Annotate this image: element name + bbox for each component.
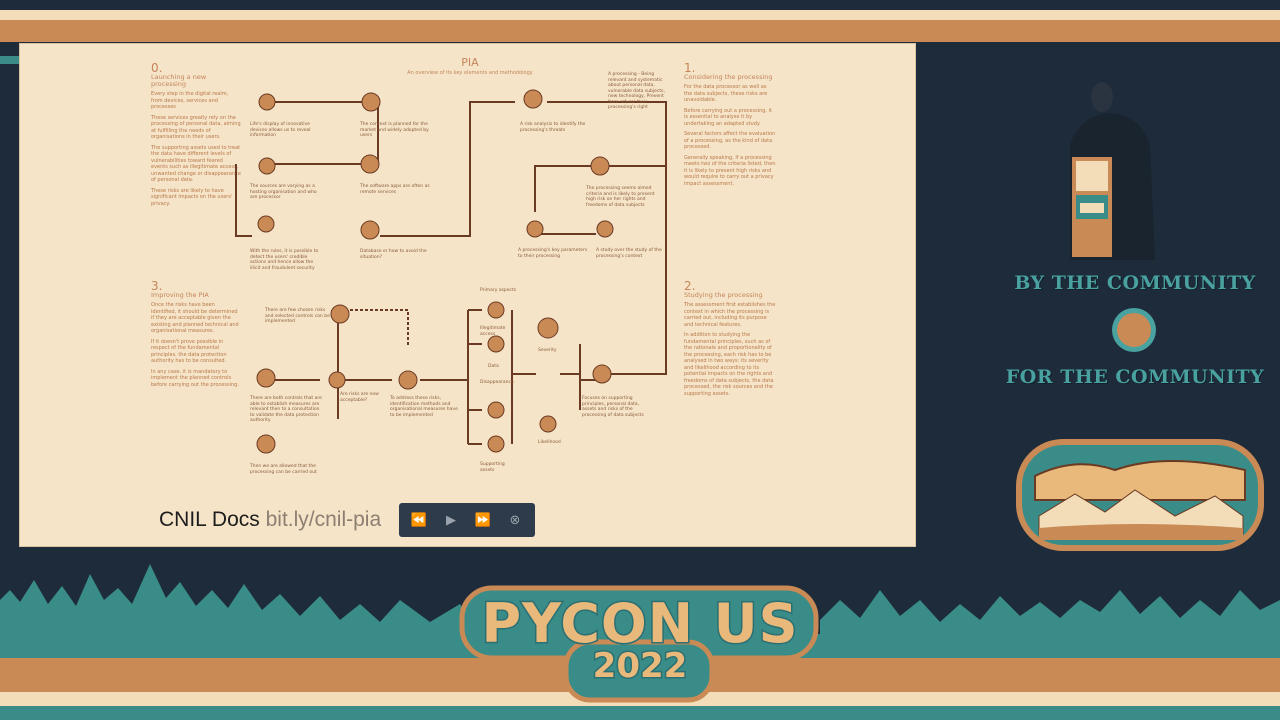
location-icon (487, 335, 505, 353)
section-3: 3. Improving the PIA Once the risks have… (151, 280, 241, 392)
pycon-logo-banner (459, 585, 819, 703)
play-button[interactable]: ▶ (446, 512, 456, 528)
section-title: Studying the processing (684, 291, 763, 299)
diagram-caption: Are risks are now acceptable? (340, 392, 379, 403)
top-border-dark (0, 0, 1280, 10)
diagram-caption: To address these risks, identification m… (390, 396, 458, 418)
forward-button[interactable]: ⏩ (474, 512, 492, 528)
diagram-caption: Primary aspects (480, 288, 517, 293)
shield-alert-icon (592, 364, 612, 384)
puzzle-icon (487, 301, 505, 319)
diagram-caption: Severity (538, 348, 557, 353)
diagram-caption: Life's display of innovative devices all… (250, 122, 311, 138)
slide-title: PIA (461, 56, 479, 69)
section-paragraph: Once the risks have been identified, it … (151, 302, 239, 334)
slogan-top: BY THE COMMUNITY (1014, 272, 1256, 294)
diagram-caption: Supporting assets (480, 462, 505, 473)
community-logo-icon (1016, 439, 1264, 551)
server-icon (487, 435, 505, 453)
section-title: Considering the processing (684, 73, 773, 81)
diagram-caption: Data (488, 364, 499, 369)
diagram-caption: The software apps are often as remote se… (360, 184, 430, 195)
diagram-caption: Illegitimate access (480, 326, 506, 337)
section-paragraph: These services greatly rely on the proce… (151, 114, 241, 141)
slogan-dot (1117, 313, 1151, 347)
slide-subtitle: An overview of its key elements and meth… (407, 70, 533, 76)
diagram-caption: With the rules, it is possible to detect… (250, 249, 319, 271)
top-border-teal (0, 56, 20, 64)
section-paragraph: In any case, it is mandatory to implemen… (151, 368, 239, 388)
shield-alert-icon (590, 156, 610, 176)
network-icon (596, 220, 614, 238)
diagram-caption: There are few chosen risks and selected … (265, 308, 330, 324)
slogan-bottom: FOR THE COMMUNITY (1005, 366, 1265, 388)
event-name: PYCON US (480, 591, 799, 657)
diagram-caption: A risk analysis to identify the processi… (520, 122, 586, 133)
diagram-caption: Focuses on supporting principles, person… (582, 396, 644, 418)
event-year: 2022 (591, 645, 689, 688)
docs-url[interactable]: bit.ly/cnil-pia (265, 508, 382, 531)
section-paragraph: Before carrying out a processing, it is … (684, 107, 772, 127)
section-title: Improving the PIA (151, 291, 209, 299)
scale-icon (328, 371, 346, 389)
close-button[interactable]: ⊗ (509, 512, 521, 528)
section-paragraph: Every step in the digital realm, from de… (151, 91, 229, 110)
pia-flow-diagram (235, 89, 667, 454)
diagram-caption: The processing seems aimed criteria and … (586, 186, 655, 208)
diagram-caption: Database or how to avoid the situation? (360, 249, 427, 260)
section-paragraph: Several factors affect the evaluation of… (684, 131, 776, 150)
dice-icon (539, 415, 557, 433)
magnifier-icon (523, 89, 543, 109)
location-icon (258, 93, 276, 111)
diagram-caption: There are both controls that are able to… (250, 396, 322, 423)
diagram-caption: A processing's key parameters to their p… (518, 248, 588, 259)
skull-icon (537, 317, 559, 339)
top-border-orange (0, 20, 1280, 42)
gears-icon (398, 370, 418, 390)
diagram-caption: A processing - Being relevant and system… (608, 72, 665, 110)
section-paragraph: These risks are likely to have significa… (151, 187, 233, 207)
speaker-video (1040, 75, 1180, 260)
section-paragraph: In addition to studying the fundamental … (684, 332, 774, 397)
hand-icon (487, 401, 505, 419)
presentation-slide: PIA An overview of its key elements and … (20, 44, 915, 546)
rewind-button[interactable]: ⏪ (410, 512, 428, 528)
docs-reference: CNIL Docs bit.ly/cnil-pia (159, 508, 381, 532)
magnifier-icon (526, 220, 544, 238)
section-number: 1. (684, 61, 696, 75)
hacker-icon (257, 215, 275, 233)
section-number: 2. (684, 279, 696, 293)
diagram-caption: A study over the study of the processing… (596, 248, 662, 259)
question-icon (360, 220, 380, 240)
diagram-caption: Then we are allowed that the processing … (250, 464, 317, 475)
diagram-caption: Likelihood (538, 440, 561, 445)
diagram-caption: The context is planned for the market an… (360, 122, 429, 138)
section-paragraph: For the data processor as well as the da… (684, 84, 768, 103)
institution-icon (256, 368, 276, 388)
shield-icon (330, 304, 350, 324)
shield-check-icon (256, 434, 276, 454)
media-player-controls: ⏪ ▶ ⏩ ⊗ (399, 503, 535, 537)
section-0: 0. Launching a new processing Every step… (151, 62, 241, 211)
section-paragraph: The assessment first establishes the con… (684, 302, 776, 328)
docs-label: CNIL Docs (159, 508, 260, 531)
section-paragraph: Generally speaking, if a processing meet… (684, 154, 776, 187)
section-1: 1. Considering the processing For the da… (684, 62, 776, 191)
section-paragraph: If it doesn't prove possible in respect … (151, 338, 227, 365)
section-2: 2. Studying the processing The assessmen… (684, 280, 776, 401)
section-number: 3. (151, 279, 163, 293)
top-border-cream (0, 10, 1280, 20)
section-title: Launching a new processing (151, 73, 207, 88)
diagram-caption: The sources are varying as a hosting org… (250, 184, 317, 200)
section-number: 0. (151, 61, 163, 75)
diagram-caption: Disappearance (480, 380, 514, 385)
section-paragraph: The supporting assets used to treat the … (151, 144, 241, 184)
phone-icon (361, 92, 381, 112)
home-icon (258, 157, 276, 175)
server-icon (360, 154, 380, 174)
